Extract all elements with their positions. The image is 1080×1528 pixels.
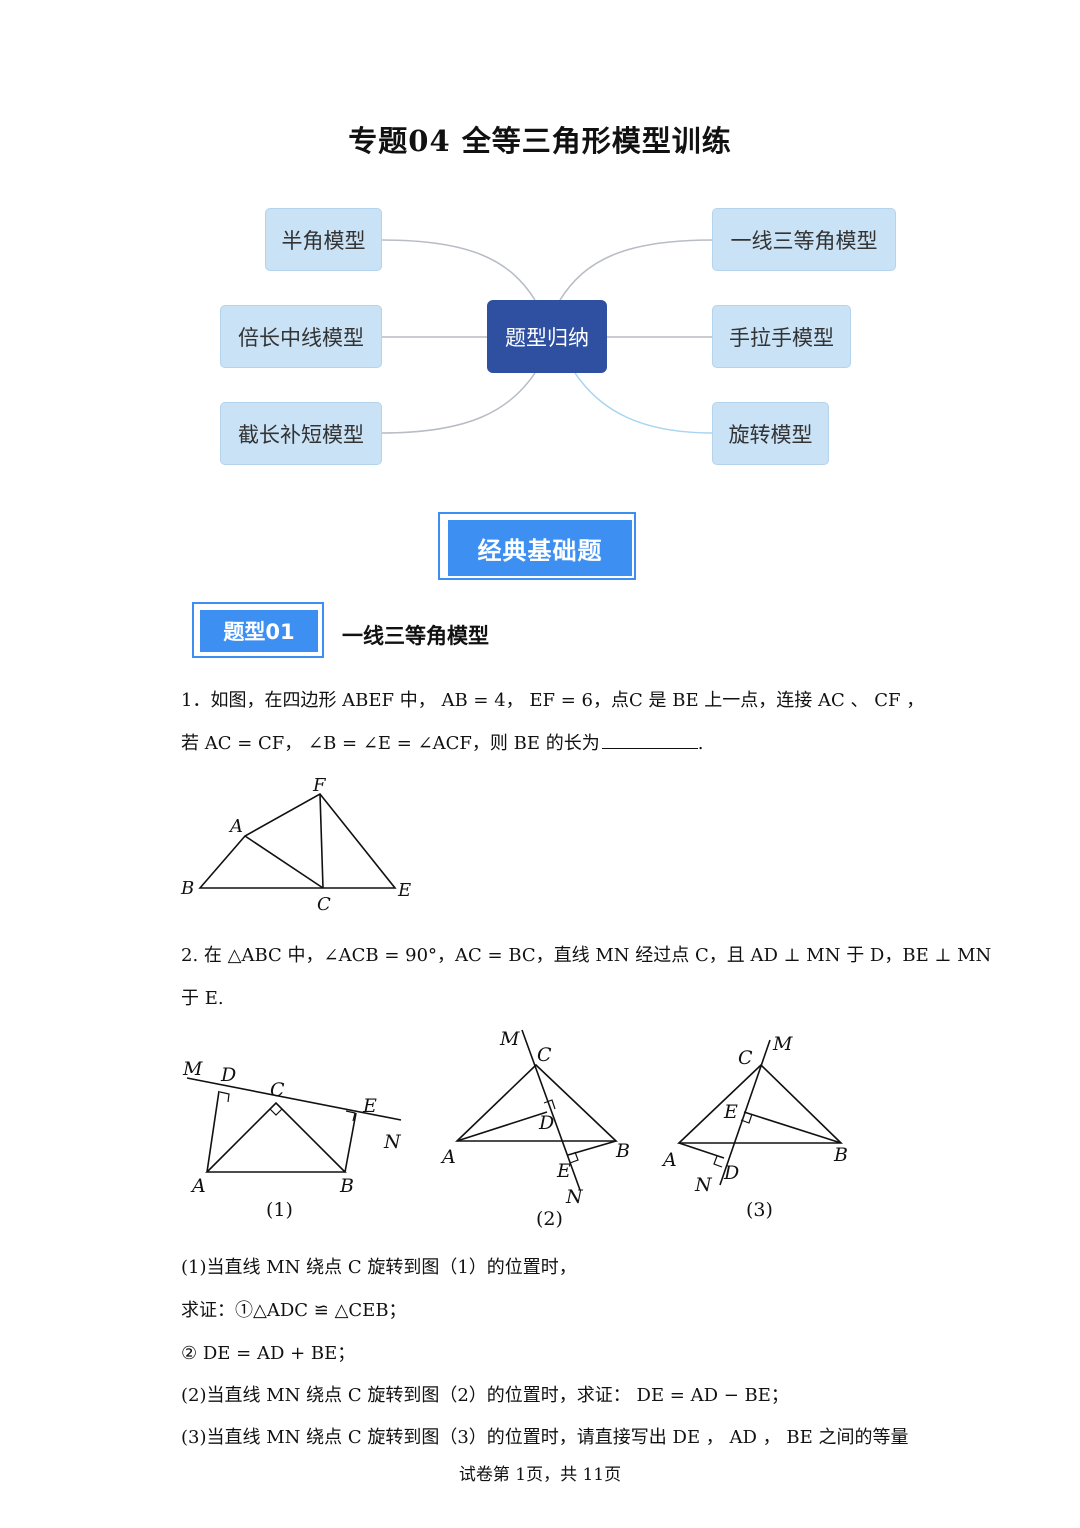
q2-figure-1: M D C E N A B (1) (182, 1058, 402, 1221)
label-e: E (397, 880, 411, 901)
type-title: 一线三等角模型 (342, 624, 489, 648)
type-tag-label: 题型01 (200, 610, 318, 652)
fig1-right-angle-e (345, 1110, 356, 1122)
fig2-label-d: D (538, 1112, 554, 1134)
page-footer: 试卷第 1页，共 11页 (458, 1465, 622, 1485)
q1-segment-cf (319, 793, 324, 889)
fig2-segment-be (567, 1140, 617, 1156)
fig2-label-b: B (615, 1140, 630, 1162)
section-banner: 经典基础题 (438, 512, 640, 584)
node-half-angle: 半角模型 (265, 208, 382, 271)
mind-map-connectors (381, 239, 713, 434)
fig2-right-angle-d (543, 1099, 556, 1110)
label-f: F (312, 775, 327, 796)
node-rotation: 旋转模型 (712, 402, 829, 465)
fig2-triangle (455, 1063, 619, 1142)
fig1-caption: (1) (266, 1199, 293, 1221)
q1-quadrilateral (198, 792, 397, 889)
mind-map: 半角模型 倍长中线模型 截长补短模型 题型归纳 一线三等角模型 手拉手模型 旋转… (0, 195, 1080, 485)
q1-line2: 若 AC = CF， ∠B = ∠E = ∠ACF，则 BE 的长为. (181, 729, 703, 755)
fig3-segment-ad (678, 1142, 725, 1159)
answer-blank (601, 732, 698, 749)
fig3-right-angle-d (713, 1155, 723, 1168)
banner-label: 经典基础题 (448, 520, 632, 576)
node-one-line-three-angles: 一线三等角模型 (712, 208, 896, 271)
q1-line2-end: . (697, 733, 704, 754)
q2-line2: 于 E. (181, 988, 224, 1009)
fig1-segment-ad (206, 1090, 220, 1173)
q2-line1: 2. 在 △ABC 中，∠ACB = 90°，AC = BC，直线 MN 经过点… (181, 945, 992, 966)
fig3-label-e: E (723, 1101, 738, 1123)
q2-part1-proof2: ② DE = AD + BE； (181, 1343, 356, 1364)
fig1-right-angle-c (269, 1108, 283, 1116)
node-hand-in-hand: 手拉手模型 (712, 305, 851, 368)
page-title: 专题04 全等三角形模型训练 (348, 124, 732, 158)
fig3-segment-be (743, 1111, 842, 1144)
label-b: B (180, 878, 194, 899)
fig1-label-d: D (220, 1064, 236, 1086)
q1-segment-ac (244, 835, 324, 889)
fig3-label-c: C (738, 1047, 753, 1069)
fig2-caption: (2) (536, 1208, 563, 1230)
fig3-label-n: N (694, 1174, 713, 1196)
q1-line2-text: 若 AC = CF， ∠B = ∠E = ∠ACF，则 BE 的长为 (181, 733, 600, 754)
node-cut-long-fill-short: 截长补短模型 (220, 402, 382, 465)
q2-figure-2: M C D A B E N (2) (440, 1028, 630, 1230)
q2-part3: (3)当直线 MN 绕点 C 旋转到图（3）的位置时，请直接写出 DE ， AD… (181, 1427, 909, 1448)
fig1-label-e: E (362, 1095, 377, 1117)
node-double-median: 倍长中线模型 (220, 305, 382, 368)
q2-part2: (2)当直线 MN 绕点 C 旋转到图（2）的位置时，求证： DE = AD −… (181, 1385, 789, 1406)
fig1-label-b: B (339, 1175, 354, 1197)
fig2-segment-ad (456, 1111, 548, 1142)
fig1-segment-be (344, 1112, 357, 1173)
fig3-label-d: D (723, 1162, 739, 1184)
fig3-triangle (676, 1063, 843, 1144)
fig2-label-a: A (440, 1146, 456, 1168)
q2-part1: (1)当直线 MN 绕点 C 旋转到图（1）的位置时， (181, 1257, 577, 1278)
fig1-label-m: M (182, 1058, 203, 1080)
type-tag-frame (192, 602, 324, 658)
fig1-label-n: N (383, 1131, 402, 1153)
fig2-label-m: M (499, 1028, 520, 1050)
fig2-right-angle-e (569, 1151, 579, 1164)
banner-frame (438, 512, 636, 580)
fig1-right-angle-d (219, 1091, 230, 1103)
type-tag: 题型01 (192, 602, 332, 662)
node-center: 题型归纳 (487, 300, 607, 373)
q2-part1-proof1: 求证：①△ADC ≌ △CEB； (181, 1300, 407, 1321)
fig1-line-mn (186, 1077, 402, 1121)
q2-figure-3: M C E A B D N (3) (661, 1033, 848, 1221)
fig1-label-c: C (270, 1079, 285, 1101)
label-c: C (317, 894, 331, 915)
fig1-triangle (205, 1101, 347, 1173)
fig3-label-m: M (772, 1033, 793, 1055)
fig2-label-e: E (556, 1160, 571, 1182)
q1-figure: A B C E F (180, 775, 411, 915)
fig3-right-angle-e (740, 1113, 753, 1124)
fig2-label-c: C (537, 1044, 552, 1066)
fig3-label-b: B (833, 1144, 848, 1166)
label-a: A (228, 816, 243, 837)
fig2-label-n: N (565, 1186, 584, 1208)
q1-line1: 1．如图，在四边形 ABEF 中， AB = 4， EF = 6，点C 是 BE… (181, 690, 925, 711)
fig1-label-a: A (190, 1175, 206, 1197)
fig3-caption: (3) (746, 1199, 773, 1221)
fig3-label-a: A (661, 1149, 677, 1171)
